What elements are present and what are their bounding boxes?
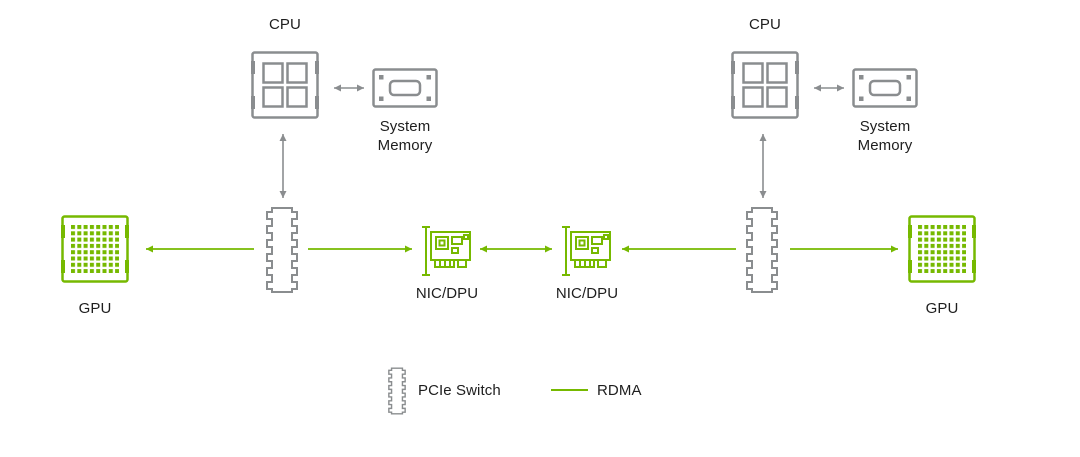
nic-dpu-icon-right — [560, 224, 614, 283]
gpu-label-right: GPU — [925, 300, 959, 317]
cpu-icon-left — [248, 48, 322, 127]
system-memory-label-right: System Memory — [857, 118, 913, 154]
legend-rdma-line — [551, 389, 588, 391]
pcie-switch-icon-right — [742, 204, 782, 301]
cpu-icon-right — [728, 48, 802, 127]
system-memory-icon-right — [852, 68, 918, 113]
cpu-label-left: CPU — [269, 16, 301, 33]
legend-pcie-switch-label: PCIe Switch — [418, 382, 501, 399]
legend-pcie-switch-icon — [386, 366, 408, 421]
cpu-label-right: CPU — [749, 16, 781, 33]
nic-dpu-label-right: NIC/DPU — [555, 285, 619, 302]
system-memory-icon-left — [372, 68, 438, 113]
pcie-switch-icon-left — [262, 204, 302, 301]
gpu-label-left: GPU — [78, 300, 112, 317]
gpu-icon-left — [58, 212, 132, 291]
nic-dpu-label-left: NIC/DPU — [415, 285, 479, 302]
gpu-icon-right — [905, 212, 979, 291]
nic-dpu-icon-left — [420, 224, 474, 283]
system-memory-label-left: System Memory — [377, 118, 433, 154]
legend-rdma-label: RDMA — [597, 382, 642, 399]
